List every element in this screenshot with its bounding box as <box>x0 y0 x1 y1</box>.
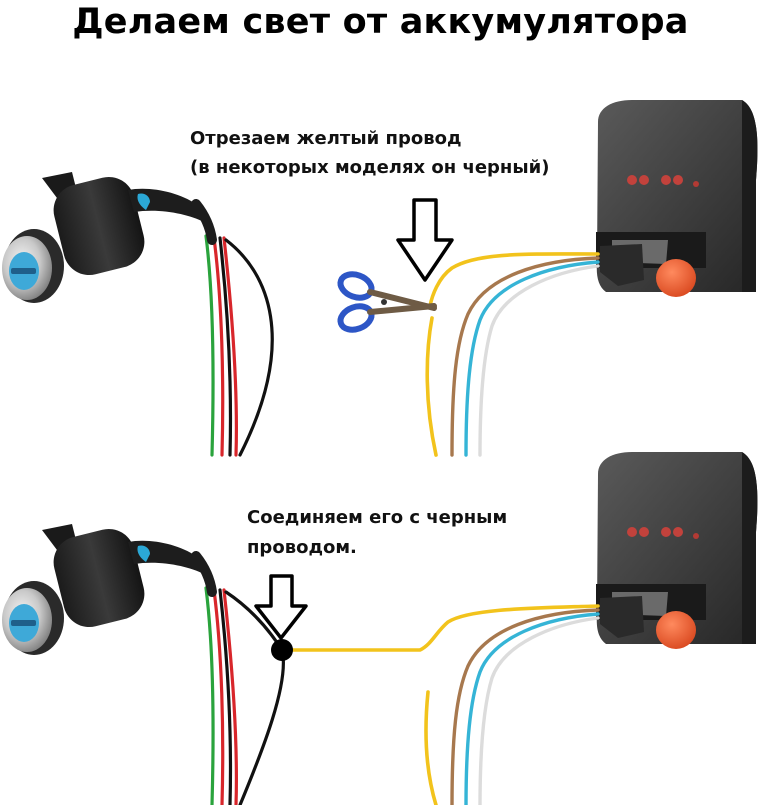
handlebar-switch-icon <box>596 452 758 649</box>
lock-harness-wires <box>191 199 274 457</box>
down-arrow-icon <box>396 198 454 282</box>
handlebar-switch-icon <box>596 100 758 297</box>
step2-scene <box>2 452 758 805</box>
step2-caption-line1: Соединяем его с черным <box>247 507 508 528</box>
down-arrow-icon <box>254 574 308 640</box>
switch-harness-wires <box>450 256 600 457</box>
ignition-lock-icon <box>2 523 204 655</box>
ignition-lock-icon <box>2 171 204 303</box>
lock-harness-wires <box>191 551 285 805</box>
step1-caption-line2: (в некоторых моделях он черный) <box>190 157 550 178</box>
yellow-wire-stub <box>424 690 438 805</box>
yellow-wire-lower <box>425 316 438 457</box>
yellow-wire-joined <box>286 604 600 652</box>
junction-dot <box>271 639 293 661</box>
step1-caption-line1: Отрезаем желтый провод <box>190 128 462 149</box>
scissors-icon <box>337 271 437 333</box>
step1-scene <box>2 100 758 457</box>
page-title: Делаем свет от аккумулятора <box>72 2 689 42</box>
yellow-wire-upper <box>428 252 600 308</box>
step2-caption-line2: проводом. <box>247 537 357 558</box>
switch-harness-wires <box>450 608 600 805</box>
